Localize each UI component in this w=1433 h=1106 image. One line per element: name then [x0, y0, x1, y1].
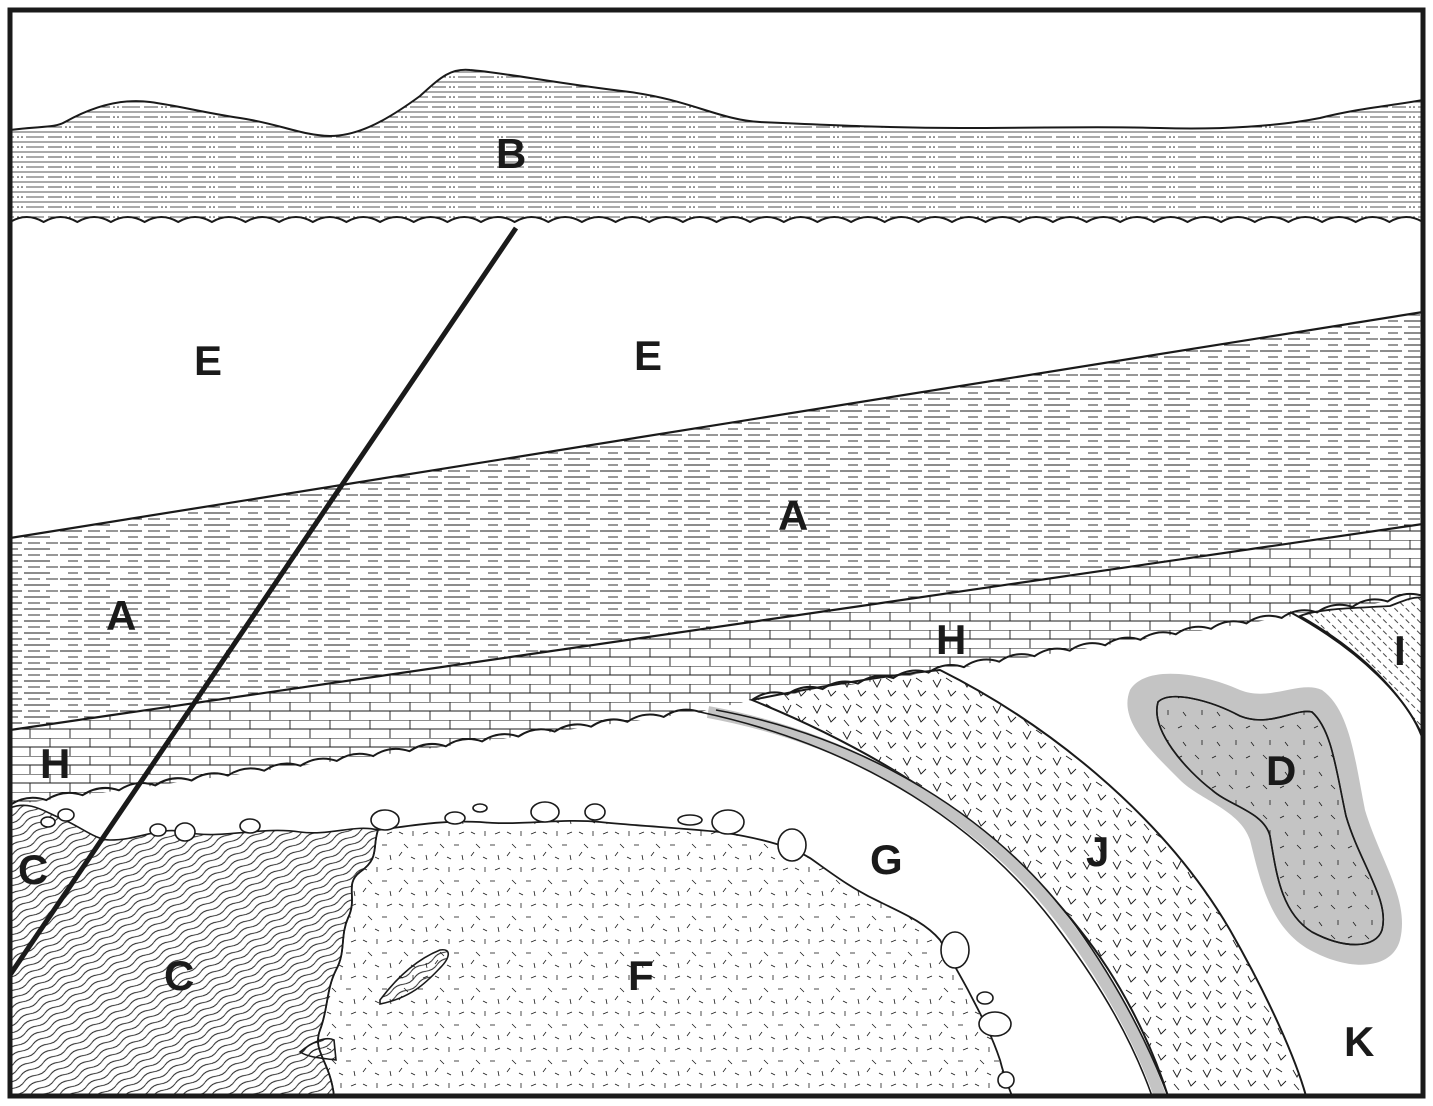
- label-c-left: C: [18, 846, 48, 893]
- label-d: D: [1266, 747, 1296, 794]
- label-e-left: E: [194, 337, 222, 384]
- label-a-left: A: [106, 592, 136, 639]
- label-h-left: H: [40, 740, 70, 787]
- label-f: F: [628, 952, 654, 999]
- label-c-main: C: [164, 952, 194, 999]
- label-a-right: A: [778, 492, 808, 539]
- label-b: B: [496, 130, 526, 177]
- label-g: G: [870, 836, 903, 883]
- label-i: I: [1394, 627, 1406, 674]
- label-e-right: E: [634, 332, 662, 379]
- label-k: K: [1344, 1018, 1374, 1065]
- label-h-right: H: [936, 616, 966, 663]
- label-j: J: [1086, 828, 1109, 875]
